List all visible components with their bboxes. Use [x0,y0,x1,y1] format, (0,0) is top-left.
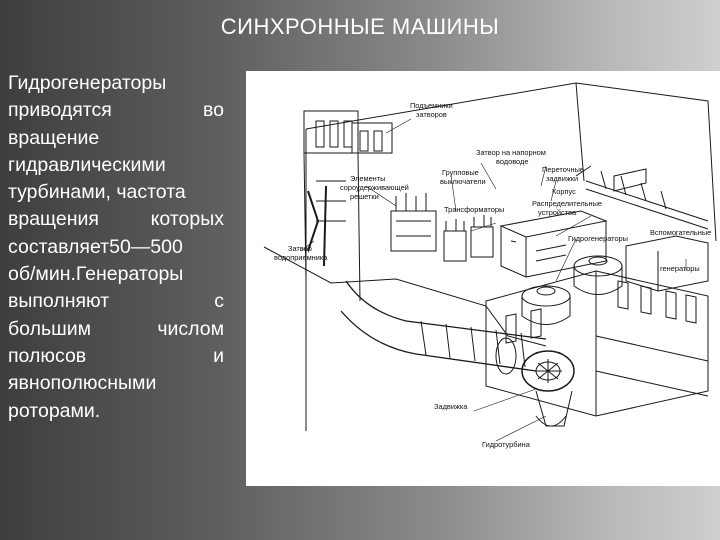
text-line: вращение [8,125,224,152]
text-line: приводятся во [8,97,224,124]
leader-lines [300,118,687,442]
text-line: вращения которых [8,206,224,233]
label-overflow-2: задвижки [546,174,578,183]
label-intake-gate-2: водоприемника [274,253,328,262]
text-word: вращение [8,126,100,149]
text-word: которых [150,208,224,231]
label-aux-gen: Вспомогательные [650,228,711,237]
label-gate-intake-2: водоводе [496,157,528,166]
gate-house [351,122,393,154]
text-word: явнополюсными [8,372,157,395]
text-line: большим числом [8,316,224,343]
text-word: и [213,344,224,367]
text-word: составляет50—500 [8,235,183,258]
label-distribution-2: устройства [538,208,577,217]
label-hydroturbine: Гидротурбина [482,440,531,449]
label-grate-3: решетки [350,192,379,201]
text-word: роторами. [8,399,101,422]
text-line: турбинами, частота [8,179,224,206]
body-text: Гидрогенераторы приводятся во вращение гидра… [8,70,224,425]
penstock [340,280,547,372]
text-word: вращения [8,208,99,231]
text-word: полюсов [8,344,87,367]
label-group-switch: Групповые [442,168,479,177]
roadway [575,165,709,230]
hydro-plant-diagram: Подъемники затворов Затвор на напорном в… [246,71,720,486]
dam-slope [263,246,547,347]
label-lifter: Подъемники [410,101,453,110]
text-word: большим [8,317,92,340]
text-line: Гидрогенераторы [8,70,224,97]
transformer-1 [443,230,467,262]
label-group-switch-2: выключатели [440,177,486,186]
label-hydrogenerators: Гидрогенераторы [568,234,628,243]
label-overflow: Переточные [542,165,584,174]
text-word: турбинами, частота [8,181,186,204]
label-gate-intake: Затвор на напорном [476,148,546,157]
text-word: об/мин.Генераторы [8,263,184,286]
label-aux-gen-2: генераторы [660,264,700,273]
text-line: роторами. [8,398,224,425]
text-line: об/мин.Генераторы [8,261,224,288]
aux-building [625,235,709,292]
label-transformers: Трансформаторы [444,205,504,214]
text-word: приводятся [8,99,112,122]
label-grate-2: сороудерживающей [340,183,409,192]
label-lifter-2: затворов [416,110,447,119]
text-word: с [214,290,224,313]
text-word: во [203,99,224,122]
text-line: полюсов и [8,343,224,370]
turbine-spiral [521,350,575,392]
switchgear [390,210,437,252]
text-word: числом [157,317,224,340]
label-grate: Элементы [350,174,385,183]
text-line: гидравлическими [8,152,224,179]
label-distribution: Распределительные [532,199,602,208]
label-valve: Задвижка [434,402,468,411]
plant-drawing: Подъемники затворов Затвор на напорном в… [263,82,717,449]
text-line: явнополюсными [8,370,224,397]
text-word: гидравлическими [8,153,166,176]
distribution-building [499,210,608,278]
slide-title: СИНХРОННЫЕ МАШИНЫ [220,14,500,39]
text-word: Гидрогенераторы [8,72,167,94]
generator-1 [521,285,571,307]
intake-tower [303,110,359,154]
top-house [613,168,647,192]
label-intake-gate: Затвор [288,244,312,253]
label-casing: Корпус [552,187,576,196]
text-line: выполняют с [8,288,224,315]
transformer-2 [470,226,494,258]
text-word: выполняют [8,290,110,313]
text-line: составляет50—500 [8,234,224,261]
